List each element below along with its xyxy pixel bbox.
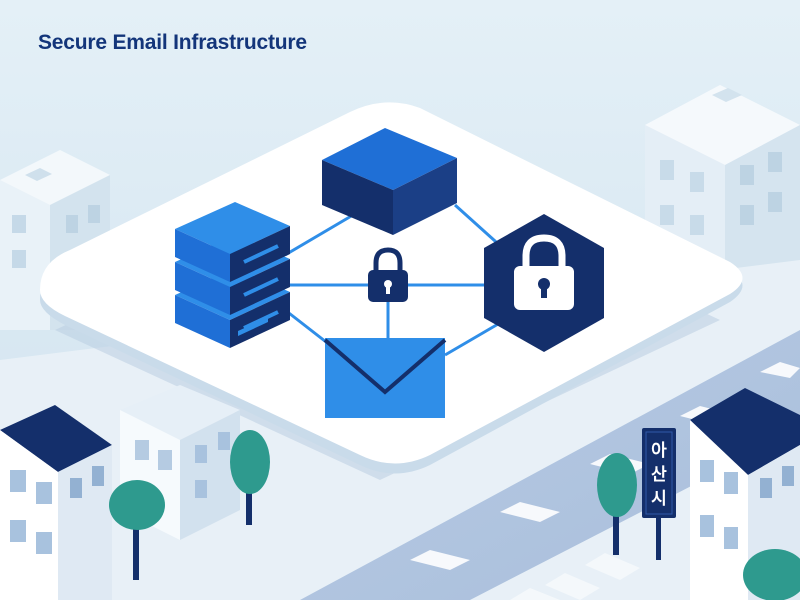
- hexagon-lock-icon: [484, 214, 604, 352]
- lock-icon: [368, 247, 408, 302]
- street-sign-char-3: 시: [651, 489, 667, 509]
- tree-right: [597, 453, 637, 555]
- foreground-building-left: [0, 405, 112, 600]
- street-sign: 아 산 시: [642, 428, 676, 560]
- foreground-building-right: [690, 388, 800, 600]
- tree-middle: [230, 430, 270, 525]
- envelope-icon: [323, 338, 447, 418]
- street-sign-char-2: 산: [651, 465, 667, 485]
- tree-corner: [743, 549, 800, 600]
- network-connections: [284, 203, 507, 357]
- street-sign-char-1: 아: [651, 441, 667, 461]
- server-stack-icon: [175, 202, 290, 348]
- cube-icon: [322, 128, 457, 235]
- tree-left: [109, 480, 165, 580]
- page-title: Secure Email Infrastructure: [38, 31, 307, 54]
- middle-building: [120, 385, 240, 540]
